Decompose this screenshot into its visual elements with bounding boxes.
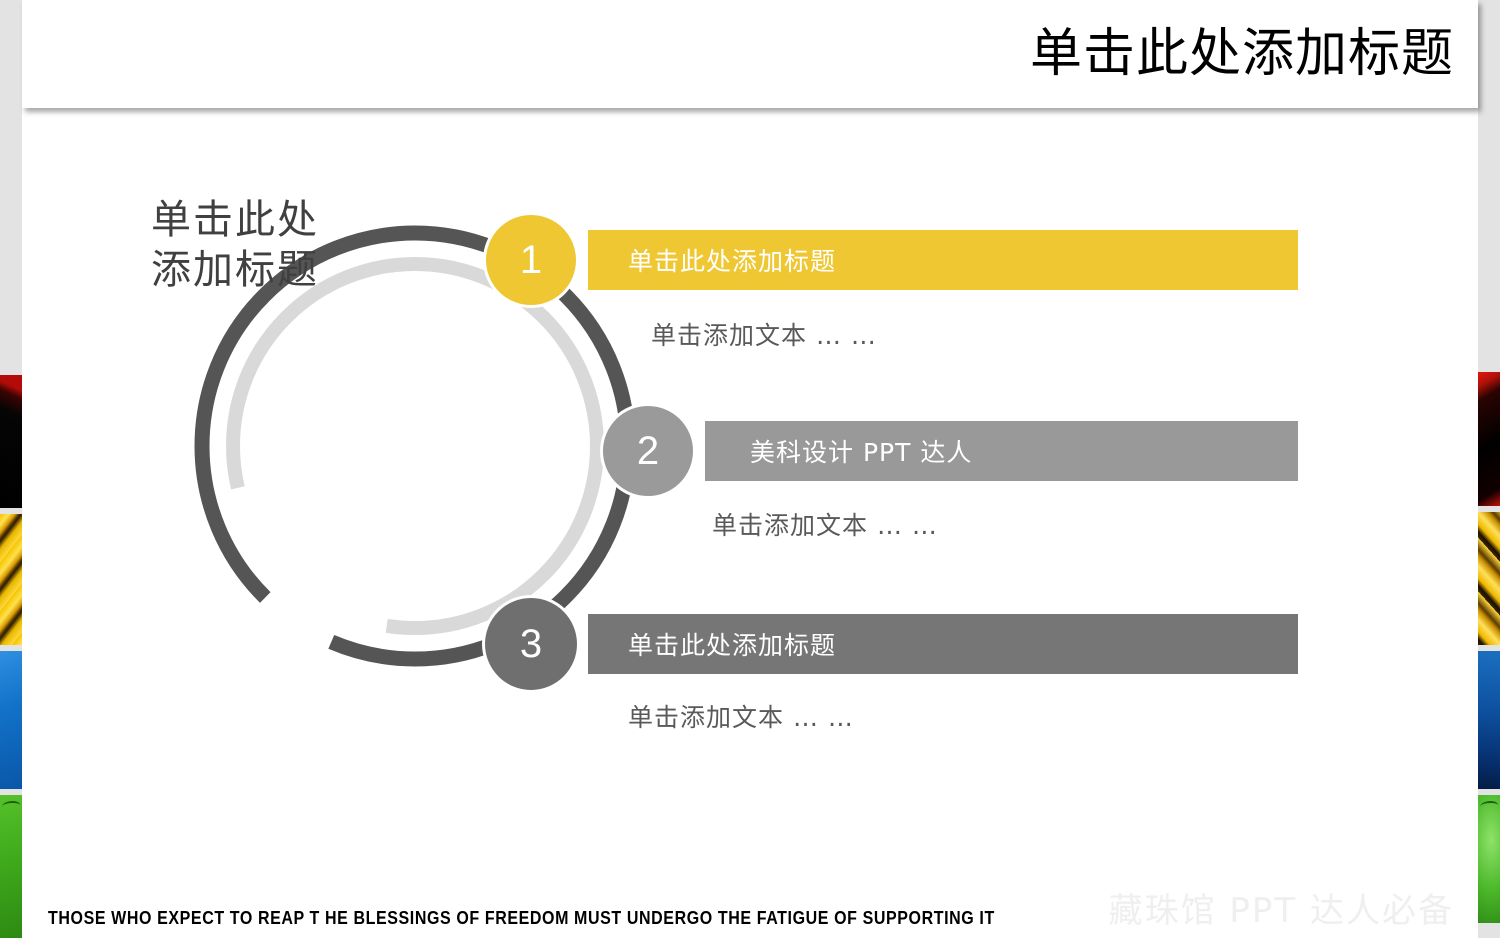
item-body-text-2[interactable]: 单击添加文本 … … bbox=[712, 511, 938, 540]
item-heading-bar-2[interactable]: 美科设计 PPT 达人 bbox=[705, 421, 1298, 481]
decor-strip-left-green bbox=[0, 795, 22, 938]
outer-ring-arc bbox=[194, 225, 636, 667]
ring-diagram bbox=[186, 196, 656, 696]
step-circle-2[interactable]: 2 bbox=[600, 403, 696, 499]
step-number-1: 1 bbox=[519, 237, 543, 282]
decor-strip-right-blue bbox=[1478, 651, 1500, 789]
decor-strip-right-black bbox=[1478, 372, 1500, 506]
item-body-text-3[interactable]: 单击添加文本 … … bbox=[628, 703, 854, 732]
watermark: 藏珠馆 PPT 达人必备 bbox=[1108, 891, 1454, 931]
item-heading-text-2: 美科设计 PPT 达人 bbox=[750, 438, 973, 467]
ring-diagram-svg bbox=[194, 225, 636, 667]
item-heading-text-1: 单击此处添加标题 bbox=[628, 247, 837, 276]
item-heading-text-3: 单击此处添加标题 bbox=[628, 631, 837, 660]
step-circle-1[interactable]: 1 bbox=[483, 212, 579, 308]
item-heading-bar-3[interactable]: 单击此处添加标题 bbox=[588, 614, 1298, 674]
decor-strip-right-yellow bbox=[1478, 512, 1500, 645]
item-heading-bar-1[interactable]: 单击此处添加标题 bbox=[588, 230, 1298, 290]
footer-quote: THOSE WHO EXPECT TO REAP T HE BLESSINGS … bbox=[48, 909, 995, 929]
decor-strip-left-yellow bbox=[0, 514, 22, 645]
decor-strip-left-black bbox=[0, 375, 22, 508]
step-number-2: 2 bbox=[636, 428, 660, 473]
page-title[interactable]: 单击此处添加标题 bbox=[1029, 24, 1454, 84]
item-body-text-1[interactable]: 单击添加文本 … … bbox=[651, 321, 877, 350]
step-number-3: 3 bbox=[519, 621, 543, 666]
inner-ring-arc bbox=[226, 257, 604, 635]
decor-strip-right-green bbox=[1478, 795, 1500, 923]
title-bar: 单击此处添加标题 bbox=[22, 0, 1478, 108]
decor-strip-left-blue bbox=[0, 651, 22, 789]
step-circle-3[interactable]: 3 bbox=[482, 595, 580, 693]
